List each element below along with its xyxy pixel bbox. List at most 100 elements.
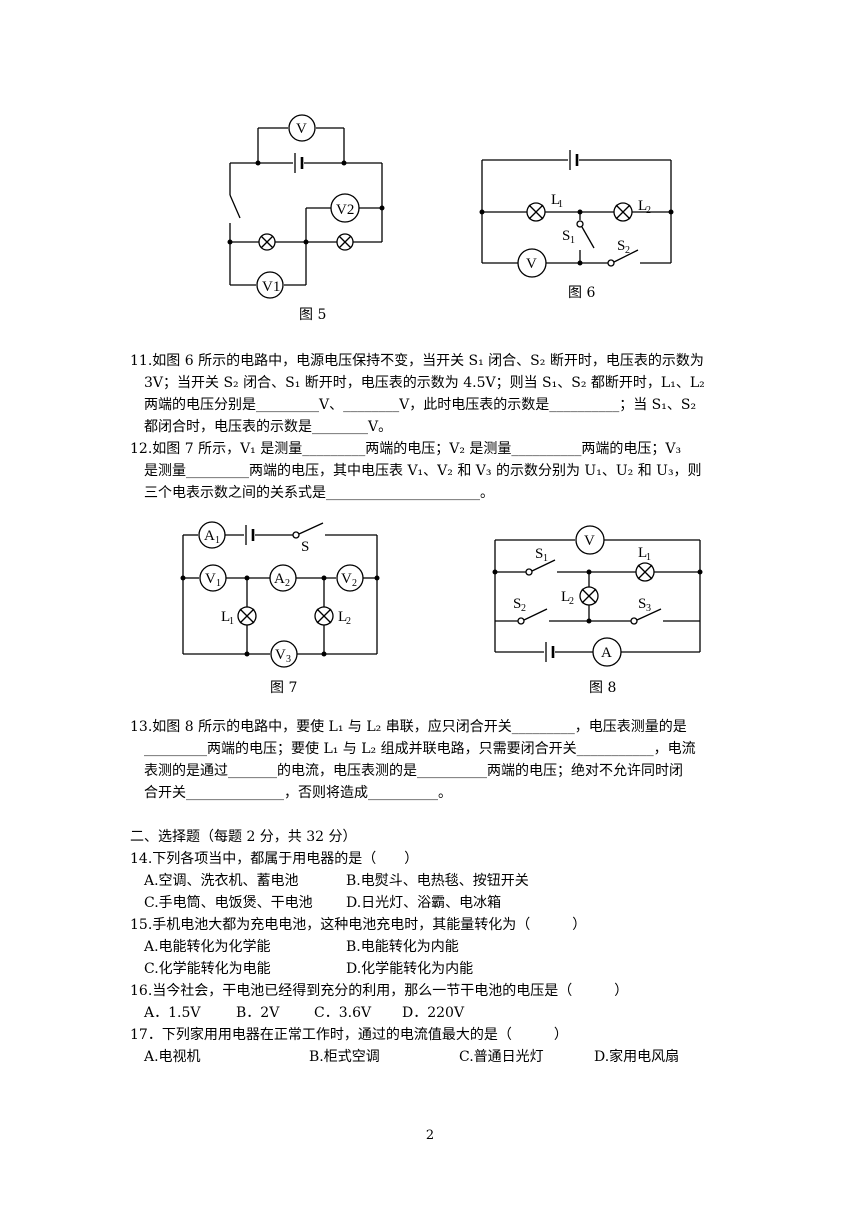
q17-option-d: D.家用电风扇 [594,1049,680,1065]
svg-text:1: 1 [215,535,220,546]
question-17: 17．下列家用用电器在正常工作时，通过的电流值最大的是（ ） [130,1024,730,1046]
q15-option-d: D.化学能转化为内能 [346,961,474,977]
svg-text:2: 2 [569,596,574,607]
svg-text:A: A [204,528,215,544]
q15-stem: 15.手机电池大都为充电电池，这种电池充电时，其能量转化为（ ） [130,917,587,933]
svg-text:2: 2 [521,603,526,614]
q11-line-2: 3V；当开关 S₂ 闭合、S₁ 断开时，电压表的示数为 4.5V；则当 S₁、S… [144,375,705,391]
questions-11-12: 11.如图 6 所示的电路中，电源电压保持不变，当开关 S₁ 闭合、S₂ 断开时… [130,350,730,504]
section-2-heading: 二、选择题（每题 2 分，共 32 分） [130,829,357,845]
q15-options-row-2: C.化学能转化为电能 D.化学能转化为内能 [130,958,730,980]
svg-text:3: 3 [286,654,291,665]
switch-s1 [581,226,595,249]
svg-text:1: 1 [229,616,234,627]
q13-line-3: 表测的是通过_______的电流，电压表测的是__________两端的电压；绝… [144,763,683,779]
svg-text:A: A [274,571,285,587]
svg-text:A: A [601,645,612,661]
q11-line-1: 11.如图 6 所示的电路中，电源电压保持不变，当开关 S₁ 闭合、S₂ 断开时… [130,353,704,369]
svg-text:S: S [535,546,543,562]
q16-option-d: D．220V [402,1005,465,1021]
switch-s1-contact [576,220,584,228]
q16-option-a: A．1.5V [144,1005,201,1021]
svg-text:3: 3 [646,603,651,614]
switch-s1 [531,559,556,572]
svg-text:1: 1 [216,578,221,589]
switch-s2 [523,608,548,621]
svg-text:V: V [205,571,216,587]
question-16: 16.当今社会，干电池已经得到充分的利用，那么一节干电池的电压是（ ） [130,980,730,1002]
q11-line-4: 都闭合时，电压表的示数是________V。 [144,419,393,435]
q17-option-b: B.柜式空调 [309,1049,380,1065]
label-v1: V1 [262,279,280,295]
label-l1: LL1 [551,192,560,208]
figure-6-circuit: LL1 1 L 2 S 1 V S 2 [479,150,674,278]
svg-text:2: 2 [352,578,357,589]
questions-13-17: 13.如图 8 所示的电路中，要使 L₁ 与 L₂ 串联，应只闭合开关_____… [130,716,730,1068]
svg-text:L: L [338,609,347,625]
q11-line-3: 两端的电压分别是_________V、________V，此时电压表的示数是__… [144,397,697,413]
label-v2: V2 [336,202,354,218]
q14-options-row-2: C.手电筒、电饭煲、干电池 D.日光灯、浴霸、电冰箱 [130,892,730,914]
switch-blade [229,194,241,219]
q14-stem: 14.下列各项当中，都属于用电器的是（ ） [130,851,419,867]
voltmeter-v [288,114,316,142]
question-15: 15.手机电池大都为充电电池，这种电池充电时，其能量转化为（ ） [130,914,730,936]
svg-text:2: 2 [625,245,630,256]
question-12: 12.如图 7 所示，V₁ 是测量_________两端的电压；V₂ 是测量__… [130,438,730,504]
voltmeter-v1 [256,271,284,299]
svg-text:L: L [561,589,570,605]
q13-line-2: _________两端的电压；要使 L₁ 与 L₂ 组成并联电路，只需要闭合开关… [144,741,696,757]
q14-options-row-1: A.空调、洗衣机、蓄电池 B.电熨斗、电热毯、按钮开关 [130,870,730,892]
q13-line-4: 合开关______________，否则将造成__________。 [144,785,452,801]
q12-line-2: 是测量_________两端的电压，其中电压表 V₁、V₂ 和 V₃ 的示数分别… [144,463,702,479]
label-s1: S [562,228,570,244]
q14-option-d: D.日光灯、浴霸、电冰箱 [346,895,502,911]
svg-text:1: 1 [570,235,575,246]
svg-text:2: 2 [646,205,651,216]
q17-option-a: A.电视机 [144,1049,201,1065]
q15-option-c: C.化学能转化为电能 [144,961,271,977]
q15-option-b: B.电能转化为内能 [346,939,459,955]
svg-text:V: V [584,533,595,549]
svg-text:2: 2 [346,616,351,627]
svg-text:V: V [275,647,286,663]
label-l2: L [638,198,647,214]
caption-figure-8: 图 8 [589,680,617,696]
label-v: V [296,121,307,137]
switch-s3 [636,608,662,621]
svg-text:V: V [341,571,352,587]
q12-line-1: 12.如图 7 所示，V₁ 是测量_________两端的电压；V₂ 是测量__… [130,441,682,457]
svg-text:2: 2 [285,578,290,589]
q16-options: A．1.5V B．2V C．3.6V D．220V [130,1002,730,1024]
svg-text:S: S [513,596,521,612]
svg-text:L: L [638,545,647,561]
svg-text:1: 1 [558,199,563,210]
caption-figure-6: 图 6 [568,285,596,301]
q14-option-c: C.手电筒、电饭煲、干电池 [144,895,313,911]
svg-text:S: S [638,596,646,612]
q15-options-row-1: A.电能转化为化学能 B.电能转化为内能 [130,936,730,958]
q16-option-c: C．3.6V [314,1005,372,1021]
page-number: 2 [425,1128,435,1143]
label-s2: S [617,238,625,254]
figure-5-circuit: V V2 V1 [227,114,385,299]
q16-option-b: B．2V [236,1005,280,1021]
label-s: S [301,539,309,555]
caption-figure-7: 图 7 [270,680,298,696]
q15-option-a: A.电能转化为化学能 [144,939,271,955]
q17-stem: 17．下列家用用电器在正常工作时，通过的电流值最大的是（ ） [130,1027,568,1043]
q17-options: A.电视机 B.柜式空调 C.普通日光灯 D.家用电风扇 [130,1046,730,1068]
switch-s2 [613,249,639,263]
switch-s [298,522,324,535]
q17-option-c: C.普通日光灯 [459,1049,544,1065]
q14-option-a: A.空调、洗衣机、蓄电池 [144,873,299,889]
q16-stem: 16.当今社会，干电池已经得到充分的利用，那么一节干电池的电压是（ ） [130,983,629,999]
label-v: V [526,256,537,272]
q14-option-b: B.电熨斗、电热毯、按钮开关 [346,873,529,889]
q13-line-1: 13.如图 8 所示的电路中，要使 L₁ 与 L₂ 串联，应只闭合开关_____… [130,719,687,735]
svg-text:1: 1 [543,553,548,564]
question-14: 14.下列各项当中，都属于用电器的是（ ） [130,848,730,870]
